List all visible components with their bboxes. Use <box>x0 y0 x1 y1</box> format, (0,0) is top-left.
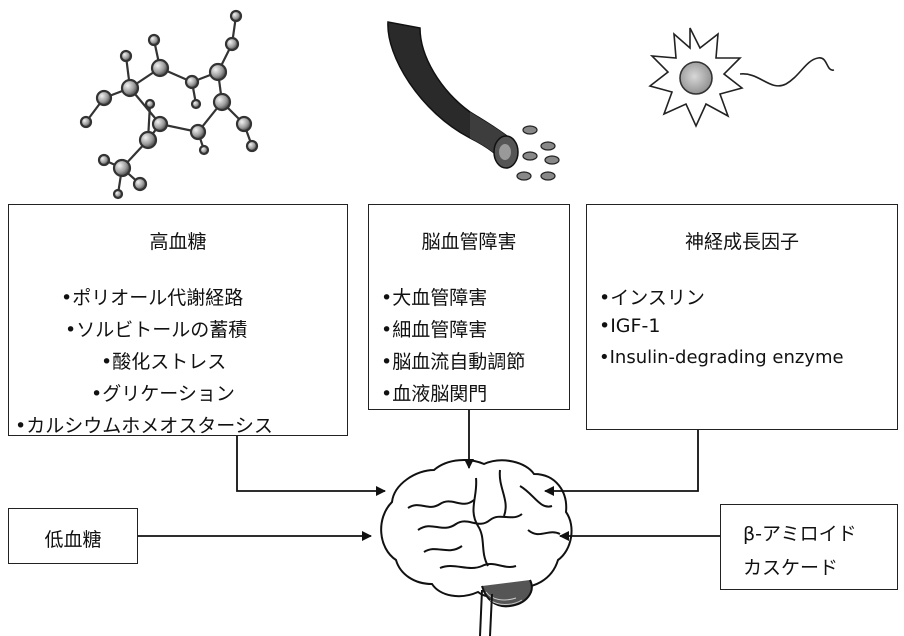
cerebrovascular-box: 脳血管障害 •大血管障害 •細血管障害 •脳血流自動調節 •血液脳関門 <box>368 204 570 410</box>
neuron-illustration <box>648 27 835 128</box>
neurotrophic-box: 神経成長因子 •インスリン •IGF-1 •Insulin-degrading … <box>586 204 898 430</box>
cerebrovascular-item-blood-brain-barrier: •血液脳関門 <box>381 383 488 405</box>
neurotrophic-item-insulin-degrading-enzyme: •Insulin-degrading enzyme <box>599 347 844 368</box>
cerebrovascular-title: 脳血管障害 <box>421 231 517 253</box>
hypoglycemia-box: 低血糖 <box>8 508 138 564</box>
neurotrophic-item-insulin: •インスリン <box>599 287 705 309</box>
glucose-molecule-illustration <box>79 9 259 200</box>
hyperglycemia-item-glycation: •グリケーション <box>91 383 235 405</box>
hyperglycemia-box: 高血糖 •ポリオール代謝経路 •ソルビトールの蓄積 •酸化ストレス •グリケーシ… <box>8 204 348 437</box>
cerebrovascular-item-macrovascular: •大血管障害 <box>381 287 488 309</box>
hyperglycemia-item-sorbitol: •ソルビトールの蓄積 <box>65 319 248 341</box>
blood-vessel-illustration <box>387 21 560 181</box>
neurotrophic-title: 神経成長因子 <box>684 231 799 253</box>
hyperglycemia-title: 高血糖 <box>149 231 207 253</box>
hyperglycemia-item-polyol: •ポリオール代謝経路 <box>61 287 244 309</box>
hyperglycemia-item-oxidative-stress: •酸化ストレス <box>101 351 227 373</box>
neurotrophic-item-igf1: •IGF-1 <box>599 315 661 337</box>
amyloid-cascade-line2: カスケード <box>743 557 839 579</box>
amyloid-cascade-box: β-アミロイド カスケード <box>720 504 898 590</box>
cerebrovascular-item-autoregulation: •脳血流自動調節 <box>381 351 526 373</box>
brain-illustration <box>380 459 573 636</box>
amyloid-cascade-line1: β-アミロイド <box>743 523 857 545</box>
flow-arrows <box>137 410 720 541</box>
hypoglycemia-label: 低血糖 <box>44 529 102 551</box>
hyperglycemia-item-calcium-homeostasis: •カルシウムホメオスターシス <box>15 415 273 437</box>
cerebrovascular-item-microvascular: •細血管障害 <box>381 319 488 341</box>
